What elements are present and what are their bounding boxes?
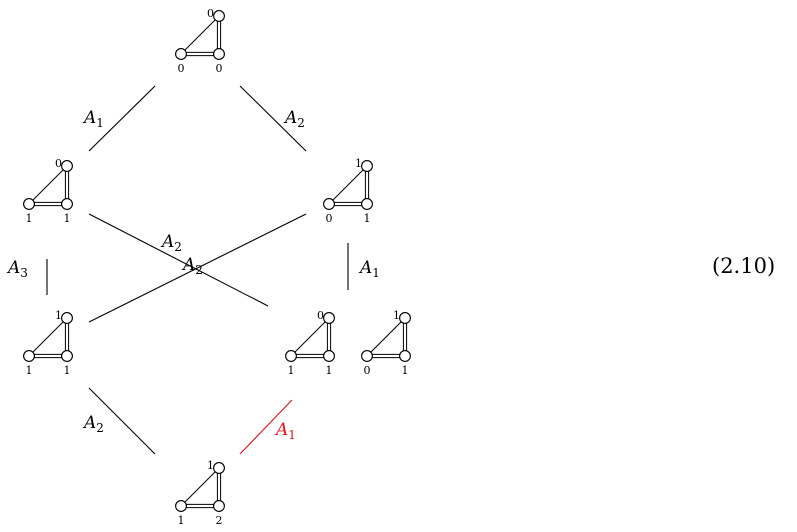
glyph-node bbox=[399, 350, 411, 362]
vertex-weight: 2 bbox=[216, 514, 223, 527]
glyph-node bbox=[323, 198, 335, 210]
edge-label-subscript: 2 bbox=[174, 240, 182, 254]
edges-layer bbox=[46, 85, 349, 455]
vertex-weight: 1 bbox=[364, 212, 371, 225]
edge-line-e4 bbox=[88, 213, 307, 323]
vertex-weight: 0 bbox=[55, 157, 62, 170]
glyph-node bbox=[361, 160, 373, 172]
vertex-weight: 0 bbox=[207, 7, 214, 20]
edge-line-e6 bbox=[88, 387, 156, 455]
glyph-diagonal-edge bbox=[290, 317, 330, 357]
edge-label-letter: A bbox=[82, 413, 96, 433]
glyph-node bbox=[61, 312, 73, 324]
vertex-weight: 1 bbox=[26, 364, 33, 377]
glyph-node bbox=[23, 350, 35, 362]
edge-label-letter: A bbox=[160, 232, 174, 252]
glyph-node bbox=[61, 198, 73, 210]
edge-label-e3: A2 bbox=[160, 232, 182, 254]
vertices-layer: 0 0 0 0 1 1 1 0 1 1 1 1 0 1 1 1 0 1 1 1 2 bbox=[23, 7, 411, 527]
edge-label-letter: A bbox=[6, 258, 20, 278]
glyph-diagonal-edge bbox=[28, 165, 68, 205]
edge-label-e0: A1 bbox=[82, 108, 104, 130]
vertex-glyph-v1: 0 1 1 bbox=[23, 157, 73, 225]
vertex-glyph-v4: 0 1 1 bbox=[285, 309, 335, 377]
vertex-weight: 0 bbox=[216, 62, 223, 75]
vertex-weight: 1 bbox=[178, 514, 185, 527]
edge-label-subscript: 2 bbox=[195, 263, 203, 277]
edge-label-letter: A bbox=[283, 108, 297, 128]
vertex-weight: 0 bbox=[317, 309, 324, 322]
edge-label-e4: A2 bbox=[181, 255, 203, 277]
glyph-node bbox=[285, 350, 297, 362]
glyph-diagonal-edge bbox=[366, 317, 406, 357]
vertex-weight: 1 bbox=[402, 364, 409, 377]
edge-label-e5: A1 bbox=[358, 258, 380, 280]
edge-label-subscript: 2 bbox=[96, 421, 104, 435]
edge-line-e7 bbox=[239, 399, 293, 455]
edge-label-e2: A3 bbox=[6, 258, 28, 280]
glyph-node bbox=[361, 198, 373, 210]
glyph-node bbox=[323, 350, 335, 362]
vertex-weight: 0 bbox=[364, 364, 371, 377]
glyph-node bbox=[361, 350, 373, 362]
vertex-weight: 0 bbox=[326, 212, 333, 225]
glyph-node bbox=[399, 312, 411, 324]
edge-label-letter: A bbox=[181, 255, 195, 275]
vertex-weight: 0 bbox=[178, 62, 185, 75]
glyph-diagonal-edge bbox=[328, 165, 368, 205]
glyph-node bbox=[213, 462, 225, 474]
vertex-weight: 1 bbox=[64, 364, 71, 377]
edge-label-subscript: 3 bbox=[20, 266, 28, 280]
vertex-weight: 1 bbox=[207, 459, 214, 472]
edge-label-subscript: 2 bbox=[297, 116, 305, 130]
edge-label-subscript: 1 bbox=[372, 266, 380, 280]
equation-number: (2.10) bbox=[712, 254, 776, 278]
vertex-glyph-v5: 1 0 1 bbox=[361, 309, 411, 377]
vertex-glyph-v2: 1 0 1 bbox=[323, 157, 373, 225]
glyph-diagonal-edge bbox=[180, 467, 220, 507]
glyph-node bbox=[213, 48, 225, 60]
edge-line-e1 bbox=[239, 85, 307, 152]
edge-label-letter: A bbox=[82, 108, 96, 128]
glyph-node bbox=[61, 160, 73, 172]
edge-label-letter: A bbox=[274, 420, 288, 440]
vertex-glyph-v0: 0 0 0 bbox=[175, 7, 225, 75]
vertex-weight: 1 bbox=[326, 364, 333, 377]
vertex-weight: 1 bbox=[55, 309, 62, 322]
vertex-weight: 1 bbox=[393, 309, 400, 322]
glyph-node bbox=[175, 48, 187, 60]
glyph-diagonal-edge bbox=[28, 317, 68, 357]
vertex-weight: 1 bbox=[64, 212, 71, 225]
edge-line-e0 bbox=[88, 85, 156, 152]
edge-label-e1: A2 bbox=[283, 108, 305, 130]
edge-label-subscript: 1 bbox=[288, 428, 296, 442]
edge-label-e7: A1 bbox=[274, 420, 296, 442]
edge-line-e3 bbox=[88, 213, 269, 307]
vertex-weight: 1 bbox=[26, 212, 33, 225]
glyph-node bbox=[61, 350, 73, 362]
edge-label-letter: A bbox=[358, 258, 372, 278]
edge-label-e6: A2 bbox=[82, 413, 104, 435]
edge-label-subscript: 1 bbox=[96, 116, 104, 130]
glyph-diagonal-edge bbox=[180, 15, 220, 55]
glyph-node bbox=[23, 198, 35, 210]
vertex-glyph-v3: 1 1 1 bbox=[23, 309, 73, 377]
glyph-node bbox=[213, 500, 225, 512]
glyph-node bbox=[213, 10, 225, 22]
vertex-weight: 1 bbox=[355, 157, 362, 170]
glyph-node bbox=[323, 312, 335, 324]
vertex-weight: 1 bbox=[288, 364, 295, 377]
glyph-node bbox=[175, 500, 187, 512]
vertex-glyph-v6: 1 1 2 bbox=[175, 459, 225, 527]
